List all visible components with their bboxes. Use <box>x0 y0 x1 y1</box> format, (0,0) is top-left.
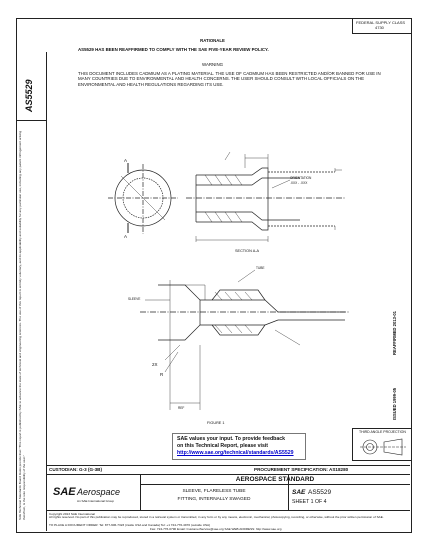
standard-title: AEROSPACE STANDARD <box>235 476 315 483</box>
sleeve-label: SLEEVE <box>128 297 141 301</box>
title-block-divider-h <box>140 484 410 485</box>
fsc-box <box>352 18 412 34</box>
rationale-text: AS5529 HAS BEEN REAFFIRMED TO COMPLY WIT… <box>78 47 269 52</box>
side-logo-box <box>16 52 47 121</box>
rights-text: All rights reserved. No part of this pub… <box>49 515 384 519</box>
bottom-dimension: REF <box>178 406 185 410</box>
callout-a-bottom: A <box>124 234 128 239</box>
diameter-note: .XXX - .XXX <box>290 181 308 185</box>
fsc-label: FEDERAL SUPPLY CLASS <box>356 19 406 25</box>
warning-title: WARNING <box>201 62 224 67</box>
tube-label: TUBE <box>256 266 265 270</box>
footer-divider-bottom <box>46 510 410 511</box>
custodian-label: CUSTODIAN: G-3 (G-3B) <box>49 467 102 472</box>
projection-label: THIRD ANGLE PROJECTION <box>359 430 406 434</box>
technical-drawing <box>108 151 350 410</box>
feedback-box <box>172 433 306 460</box>
projection-box <box>352 428 412 461</box>
label-2x: 2X <box>152 362 158 367</box>
side-legal-box <box>16 120 47 531</box>
fsc-value: 4730 <box>375 25 384 30</box>
procurement-label: PROCUREMENT SPECIFICATION: AS18280 <box>254 467 349 472</box>
doc-prefix: SAE <box>292 489 306 496</box>
label-r: R <box>160 372 164 377</box>
orientation-note: ORIENTATION <box>290 176 312 180</box>
order-line: TO PLACE A DOCUMENT ORDER: Tel: 877-606-… <box>49 523 211 527</box>
section-label: SECTION A-A <box>235 249 260 253</box>
copyright-line: Copyright 2013 SAE International <box>49 512 95 516</box>
rationale-title: RATIONALE <box>200 38 225 43</box>
doc-number: AS5529 <box>308 489 332 496</box>
title-block-divider-right <box>288 474 289 510</box>
sae-logo-mark: SAE <box>53 486 76 498</box>
warning-text: THIS DOCUMENT INCLUDES CADMIUM AS A PLAT… <box>78 71 381 87</box>
sae-logo-tagline: An SAE International Group <box>77 499 115 503</box>
callout-a-top: A <box>124 158 128 163</box>
figure-label: FIGURE 1 <box>207 421 225 425</box>
footer-divider-mid <box>46 474 410 475</box>
page-frame <box>16 18 412 533</box>
feedback-line1: SAE values your input. To provide feedba… <box>177 436 285 442</box>
projection-symbol <box>360 438 406 456</box>
sae-logo-suffix: Aerospace <box>77 487 121 497</box>
sheet-number: SHEET 1 OF 4 <box>292 499 327 505</box>
feedback-line2: on this Technical Report, please visit <box>177 443 268 449</box>
feedback-link[interactable]: http://www.sae.org/technical/standards/A… <box>177 450 294 456</box>
footer-divider-top <box>46 465 410 466</box>
title-block-divider-left <box>140 474 141 510</box>
part-title-line2: FITTING, INTERNALLY SWAGED <box>177 497 251 502</box>
fax-line: Fax: 724-776-0790 Email: CustomerService… <box>150 527 282 531</box>
part-title-line1: SLEEVE, FLARELESS TUBE <box>182 489 246 494</box>
